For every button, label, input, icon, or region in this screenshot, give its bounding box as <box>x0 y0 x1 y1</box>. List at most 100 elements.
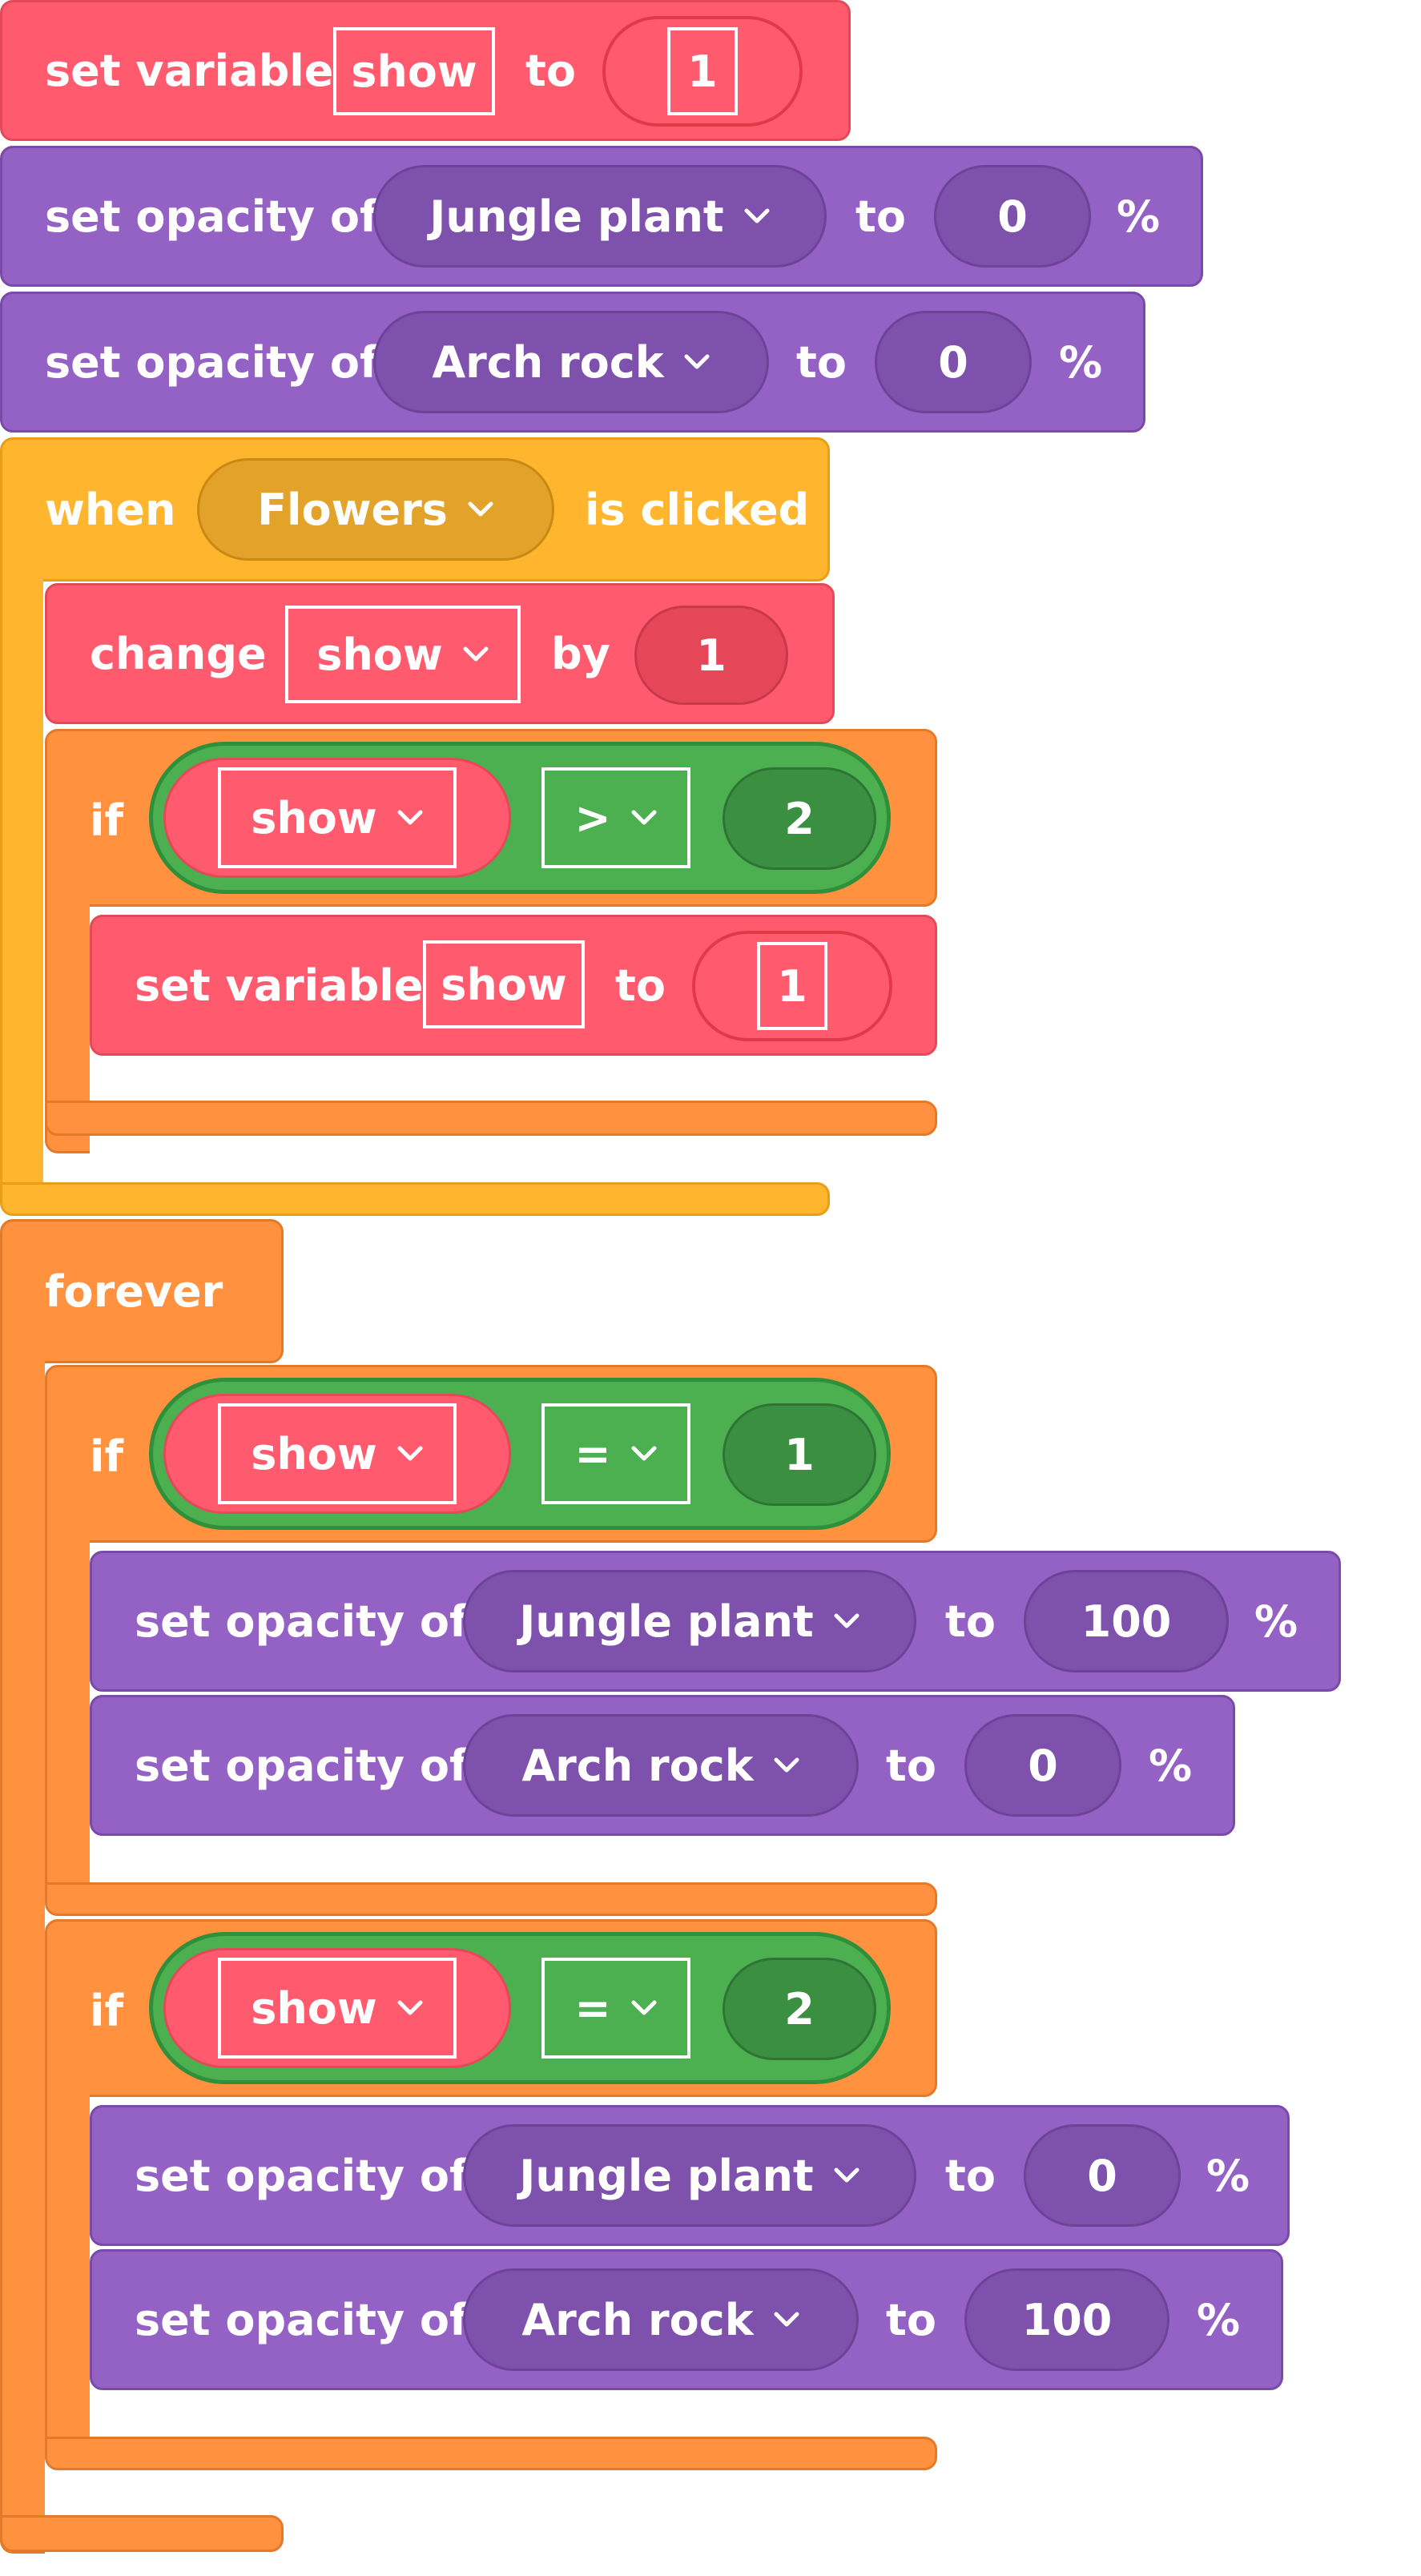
by-label: by <box>551 629 610 679</box>
value-input[interactable]: 0 <box>875 311 1032 413</box>
block-label: set opacity of <box>45 191 379 242</box>
chevron-down-icon <box>773 2311 800 2328</box>
operator-dropdown[interactable]: = <box>541 1403 690 1504</box>
chevron-down-icon <box>397 1445 424 1463</box>
value-slot[interactable]: 1 <box>692 931 892 1041</box>
forever-label: forever <box>45 1266 223 1317</box>
when-label: when <box>45 485 176 535</box>
variable-reporter[interactable]: show <box>163 1948 511 2068</box>
value-input[interactable]: 2 <box>723 1958 876 2060</box>
value-input[interactable]: 2 <box>723 767 876 870</box>
change-label: change <box>90 629 267 679</box>
value-input[interactable]: 1 <box>757 942 827 1030</box>
event-arm <box>0 561 43 1193</box>
if-arm <box>45 2079 90 2464</box>
chevron-down-icon <box>773 1757 800 1774</box>
if-footer <box>45 2437 937 2470</box>
operator-dropdown-label: > <box>574 792 611 843</box>
percent-label: % <box>1117 191 1161 242</box>
operator-dropdown[interactable]: > <box>541 767 690 868</box>
variable-dropdown-label: show <box>316 629 443 680</box>
operator-dropdown-label: = <box>574 1982 611 2034</box>
chevron-down-icon <box>462 646 489 663</box>
block-label: set opacity of <box>45 337 379 388</box>
to-label: to <box>886 1741 936 1791</box>
set-variable-block[interactable] <box>0 0 851 141</box>
target-dropdown[interactable]: Arch rock <box>463 1714 859 1817</box>
variable-dropdown[interactable]: show <box>285 606 521 703</box>
target-dropdown[interactable]: Jungle plant <box>463 1570 916 1672</box>
target-dropdown[interactable]: Arch rock <box>463 2268 859 2371</box>
target-dropdown-label: Arch rock <box>432 336 664 388</box>
variable-dropdown-label: show <box>251 792 377 843</box>
operator-dropdown[interactable]: = <box>541 1958 690 2059</box>
variable-dropdown[interactable]: show <box>218 1403 457 1504</box>
chevron-down-icon <box>397 1999 424 2017</box>
block-label: set opacity of <box>135 2151 469 2201</box>
chevron-down-icon <box>630 1999 658 2017</box>
to-label: to <box>886 2295 936 2345</box>
block-label: set variable <box>135 960 424 1011</box>
is-clicked-label: is clicked <box>585 485 810 535</box>
value-input[interactable]: 1 <box>723 1403 876 1506</box>
to-label: to <box>855 191 906 242</box>
target-dropdown-label: Jungle plant <box>519 1596 814 1647</box>
block-label: set opacity of <box>135 1741 469 1791</box>
if-arm <box>45 1525 90 1910</box>
percent-label: % <box>1197 2295 1241 2345</box>
if-footer <box>45 1101 937 1136</box>
value-input[interactable]: 100 <box>1024 1570 1229 1672</box>
percent-label: % <box>1254 1596 1298 1647</box>
if-label: if <box>90 1986 124 2036</box>
variable-field[interactable]: show <box>423 940 585 1028</box>
value-input[interactable]: 1 <box>634 606 788 705</box>
target-dropdown-label: Jungle plant <box>429 191 724 242</box>
percent-label: % <box>1206 2151 1250 2201</box>
if-label: if <box>90 795 124 846</box>
variable-dropdown-label: show <box>251 1982 377 2034</box>
chevron-down-icon <box>467 501 494 518</box>
chevron-down-icon <box>833 1612 860 1630</box>
to-label: to <box>615 960 666 1011</box>
target-dropdown-label: Jungle plant <box>519 2150 814 2201</box>
target-dropdown-label: Arch rock <box>521 1740 754 1791</box>
chevron-down-icon <box>630 1445 658 1463</box>
target-dropdown[interactable]: Jungle plant <box>463 2124 916 2227</box>
sprite-dropdown-label: Flowers <box>257 484 448 535</box>
block-label: set opacity of <box>135 2295 469 2345</box>
percent-label: % <box>1059 337 1103 388</box>
target-dropdown[interactable]: Arch rock <box>373 311 769 413</box>
variable-dropdown-label: show <box>251 1428 377 1479</box>
variable-dropdown[interactable]: show <box>218 767 457 868</box>
block-label: set variable <box>45 46 334 96</box>
to-label: to <box>945 2151 996 2201</box>
percent-label: % <box>1149 1741 1193 1791</box>
variable-reporter[interactable]: show <box>163 758 511 878</box>
forever-footer <box>0 2515 284 2552</box>
if-label: if <box>90 1431 124 1482</box>
chevron-down-icon <box>630 809 658 827</box>
value-input[interactable]: 0 <box>1024 2124 1181 2227</box>
value-slot[interactable]: 1 <box>602 16 803 127</box>
set-variable-block[interactable] <box>90 915 937 1056</box>
value-input[interactable]: 0 <box>964 1714 1121 1817</box>
target-dropdown-label: Arch rock <box>521 2294 754 2345</box>
if-footer <box>45 1882 937 1916</box>
to-label: to <box>796 337 847 388</box>
block-label: set opacity of <box>135 1596 469 1647</box>
variable-field[interactable]: show <box>333 27 495 115</box>
value-input[interactable]: 1 <box>667 27 738 115</box>
target-dropdown[interactable]: Jungle plant <box>373 165 827 268</box>
forever-arm <box>0 1346 45 2554</box>
value-input[interactable]: 0 <box>934 165 1091 268</box>
forever-block[interactable] <box>0 1219 284 1363</box>
sprite-dropdown[interactable]: Flowers <box>197 458 554 561</box>
variable-dropdown[interactable]: show <box>218 1958 457 2059</box>
value-input[interactable]: 100 <box>964 2268 1169 2371</box>
chevron-down-icon <box>743 207 771 225</box>
event-footer <box>0 1182 830 1216</box>
variable-reporter[interactable]: show <box>163 1394 511 1514</box>
chevron-down-icon <box>683 353 710 371</box>
operator-dropdown-label: = <box>574 1428 611 1479</box>
